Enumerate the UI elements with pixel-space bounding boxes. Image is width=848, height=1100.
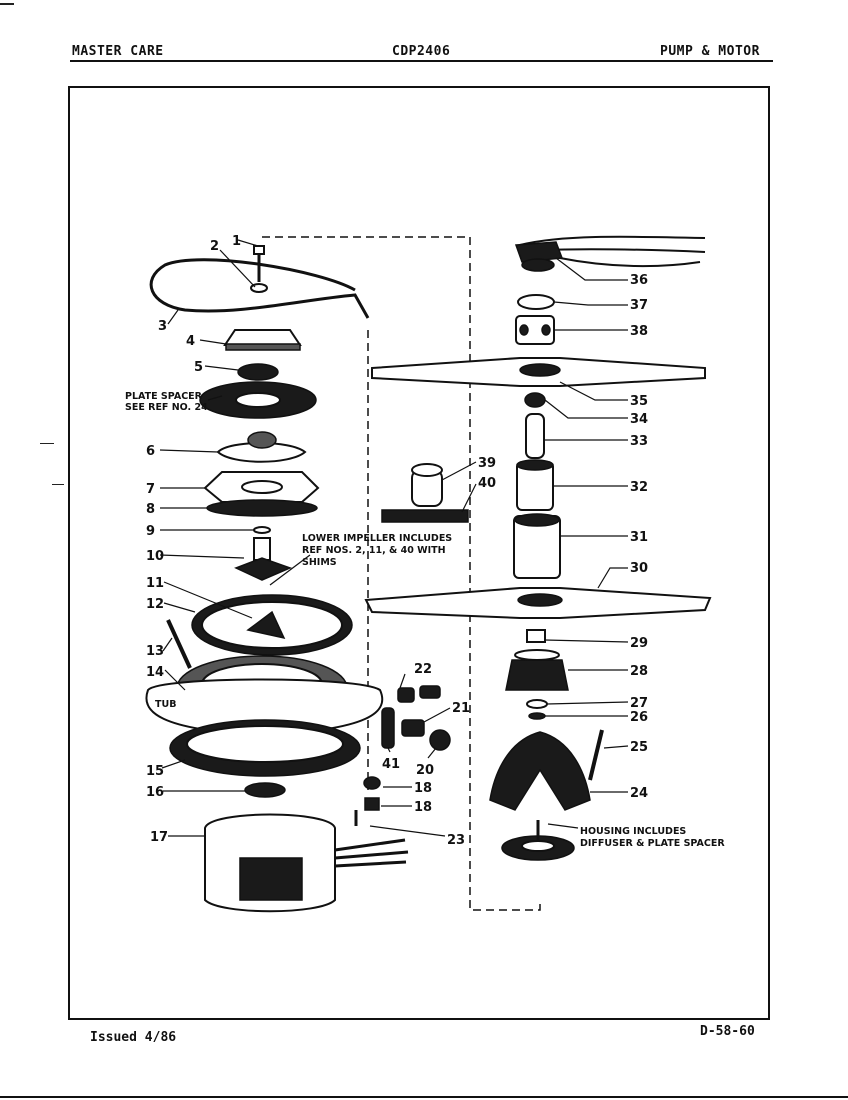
label-part-4: 4 <box>186 334 195 349</box>
label-part-40: 40 <box>478 476 496 491</box>
part-screw-13 <box>166 619 192 669</box>
label-part-36: 36 <box>630 273 648 288</box>
part-grommet-2 <box>364 797 380 811</box>
label-part-33: 33 <box>630 434 648 449</box>
label-part-20: 20 <box>416 763 434 778</box>
label-part-31: 31 <box>630 530 648 545</box>
part-bushing <box>381 707 395 749</box>
label-part-24: 24 <box>630 786 648 801</box>
label-part-11: 11 <box>146 576 164 591</box>
label-part-14: 14 <box>146 665 164 680</box>
label-part-23: 23 <box>447 833 465 848</box>
part-pump-housing-24 <box>489 731 591 811</box>
label-part-21: 21 <box>452 701 470 716</box>
label-part-17: 17 <box>150 830 168 845</box>
header-brand: MASTER CARE <box>72 44 164 59</box>
label-part-28: 28 <box>630 664 648 679</box>
label-part-27: 27 <box>630 696 648 711</box>
margin-tick <box>52 484 64 485</box>
label-part-18b: 18 <box>414 800 432 815</box>
part-o-ring <box>517 294 555 310</box>
header-model: CDP2406 <box>392 44 451 59</box>
label-part-25: 25 <box>630 740 648 755</box>
part-valve-flap <box>419 685 441 699</box>
label-part-22: 22 <box>414 662 432 677</box>
part-washer-26 <box>528 712 546 720</box>
diagram-frame <box>68 86 770 1020</box>
footer-page-code: D-58-60 <box>700 1024 755 1039</box>
label-part-8: 8 <box>146 502 155 517</box>
part-valve-cap <box>397 687 415 703</box>
part-screw <box>253 245 265 282</box>
part-washer <box>250 283 268 293</box>
part-chopper-blade <box>237 363 279 381</box>
margin-tick <box>0 3 14 5</box>
part-washer-27 <box>526 699 548 709</box>
label-part-15: 15 <box>146 764 164 779</box>
label-part-34: 34 <box>630 412 648 427</box>
note-plate-spacer-1: PLATE SPACER <box>125 391 203 402</box>
label-part-2: 2 <box>210 239 219 254</box>
label-part-26: 26 <box>630 710 648 725</box>
part-float <box>429 729 451 751</box>
header-section: PUMP & MOTOR <box>660 44 760 59</box>
note-housing-1: HOUSING INCLUDES <box>580 826 686 837</box>
note-housing-2: DIFFUSER & PLATE SPACER <box>580 838 725 849</box>
footer-issued: Issued 4/86 <box>90 1030 177 1045</box>
part-check-valve <box>401 719 425 737</box>
label-part-35: 35 <box>630 394 648 409</box>
part-grommet <box>363 776 381 790</box>
header-rule <box>70 60 773 62</box>
label-part-18a: 18 <box>414 781 432 796</box>
label-part-37: 37 <box>630 298 648 313</box>
assembly-line-left <box>262 236 541 911</box>
label-part-6: 6 <box>146 444 155 459</box>
part-nut <box>524 392 546 408</box>
part-coupling <box>244 782 286 798</box>
part-seal-ring <box>206 499 318 517</box>
part-pump-cover <box>216 442 307 463</box>
note-plate-spacer-2: SEE REF NO. 24 <box>125 402 208 413</box>
part-spray-arm-seal <box>381 509 469 523</box>
part-filter-cap <box>223 329 302 346</box>
note-lower-impeller-1: LOWER IMPELLER INCLUDES <box>302 533 452 544</box>
label-part-10: 10 <box>146 549 164 564</box>
label-part-9: 9 <box>146 524 155 539</box>
label-part-1: 1 <box>232 234 241 249</box>
note-lower-impeller-2: REF NOS. 2, 11, & 40 WITH <box>302 545 446 556</box>
label-part-41: 41 <box>382 757 400 772</box>
label-part-30: 30 <box>630 561 648 576</box>
part-wire-harness <box>149 258 370 319</box>
part-fitting <box>526 629 546 643</box>
part-lower-impeller <box>253 537 271 561</box>
label-part-12: 12 <box>146 597 164 612</box>
label-part-38: 38 <box>630 324 648 339</box>
label-part-13: 13 <box>146 644 164 659</box>
part-spray-tube <box>525 413 545 459</box>
part-shim <box>253 526 271 534</box>
part-connector <box>521 258 555 272</box>
margin-tick <box>40 443 54 444</box>
note-lower-impeller-3: SHIMS <box>302 557 337 568</box>
label-part-7: 7 <box>146 482 155 497</box>
label-part-29: 29 <box>630 636 648 651</box>
label-part-39: 39 <box>478 456 496 471</box>
bottom-rule <box>0 1096 848 1098</box>
label-part-32: 32 <box>630 480 648 495</box>
label-part-3: 3 <box>158 319 167 334</box>
part-tub <box>145 678 384 737</box>
part-supply-tube <box>519 235 706 268</box>
label-part-5: 5 <box>194 360 203 375</box>
label-part-16: 16 <box>146 785 164 800</box>
part-screw-25 <box>588 729 604 781</box>
note-tub: TUB <box>155 699 176 710</box>
part-upper-housing <box>505 659 569 691</box>
